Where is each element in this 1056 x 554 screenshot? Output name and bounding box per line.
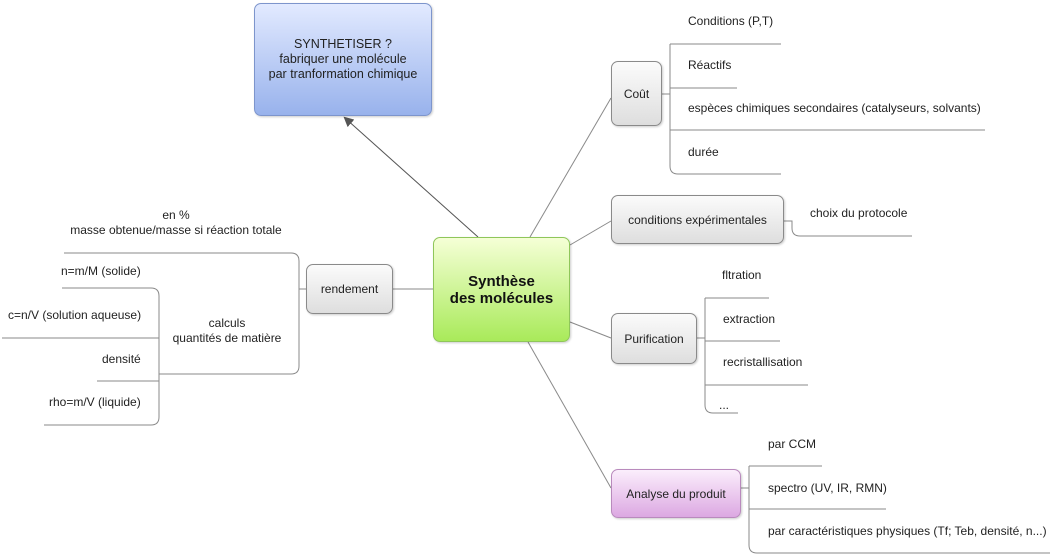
bracket-conditions (784, 220, 912, 237)
bracket-purification (697, 297, 808, 414)
analyse-item-physiques: par caractéristiques physiques (Tf; Teb,… (768, 524, 1047, 538)
rendement-pct-line2: masse obtenue/masse si réaction totale (70, 223, 282, 237)
purification-item-filtration: fltration (722, 268, 762, 282)
purification-node[interactable]: Purification (611, 313, 697, 364)
bracket-rendement (64, 252, 306, 375)
goal-line1: SYNTHETISER ? (294, 37, 392, 51)
cout-item-duree: durée (688, 145, 719, 159)
connector-purification (569, 321, 612, 339)
goal-line3: par tranformation chimique (268, 67, 418, 81)
bracket-analyse (741, 465, 1050, 554)
analyse-label: Analyse du produit (626, 486, 726, 501)
goal-line2: fabriquer une molécule (279, 52, 407, 66)
bracket-calculs (2, 287, 160, 426)
central-topic-line2: des molécules (449, 289, 554, 307)
purification-label: Purification (624, 331, 684, 346)
calculs-item-rho: rho=m/V (liquide) (49, 395, 141, 409)
connector-analyse (527, 341, 612, 489)
connector-conditions (569, 220, 612, 246)
calculs-item-nmm: n=m/M (solide) (61, 264, 141, 278)
cout-node[interactable]: Coût (611, 61, 662, 126)
central-topic-node[interactable]: Synthèse des molécules (433, 237, 570, 342)
purification-item-more: ... (719, 398, 730, 412)
calculs-item-densite: densité (102, 352, 141, 366)
analyse-item-spectro: spectro (UV, IR, RMN) (768, 481, 887, 495)
analyse-node[interactable]: Analyse du produit (611, 469, 741, 518)
rendement-label: rendement (320, 282, 379, 296)
cout-item-conditions: Conditions (P,T) (688, 14, 774, 28)
purification-item-recristallisation: recristallisation (723, 355, 803, 369)
conditions-item-protocole: choix du protocole (810, 206, 908, 220)
calculs-item-cnv: c=n/V (solution aqueuse) (8, 308, 142, 322)
connector-cout (529, 97, 612, 238)
conditions-node[interactable]: conditions expérimentales (611, 195, 784, 244)
rendement-pct-label: en % masse obtenue/masse si réaction tot… (70, 208, 282, 238)
rendement-pct-line1: en % (162, 208, 190, 222)
calculs-line2: quantités de matière (172, 331, 282, 345)
cout-item-reactifs: Réactifs (688, 58, 732, 72)
analyse-item-ccm: par CCM (768, 437, 817, 451)
calculs-label: calculs quantités de matière (168, 316, 286, 346)
central-topic-line1: Synthèse (468, 272, 535, 290)
purification-item-extraction: extraction (723, 312, 776, 326)
cout-label: Coût (623, 86, 650, 101)
cout-item-especes: espèces chimiques secondaires (catalyseu… (688, 101, 981, 115)
rendement-node[interactable]: rendement (306, 264, 393, 314)
calculs-line1: calculs (208, 316, 246, 330)
bracket-cout (662, 43, 985, 175)
goal-node[interactable]: SYNTHETISER ? fabriquer une molécule par… (254, 3, 432, 116)
connector-goal (343, 116, 479, 238)
conditions-label: conditions expérimentales (628, 212, 767, 227)
